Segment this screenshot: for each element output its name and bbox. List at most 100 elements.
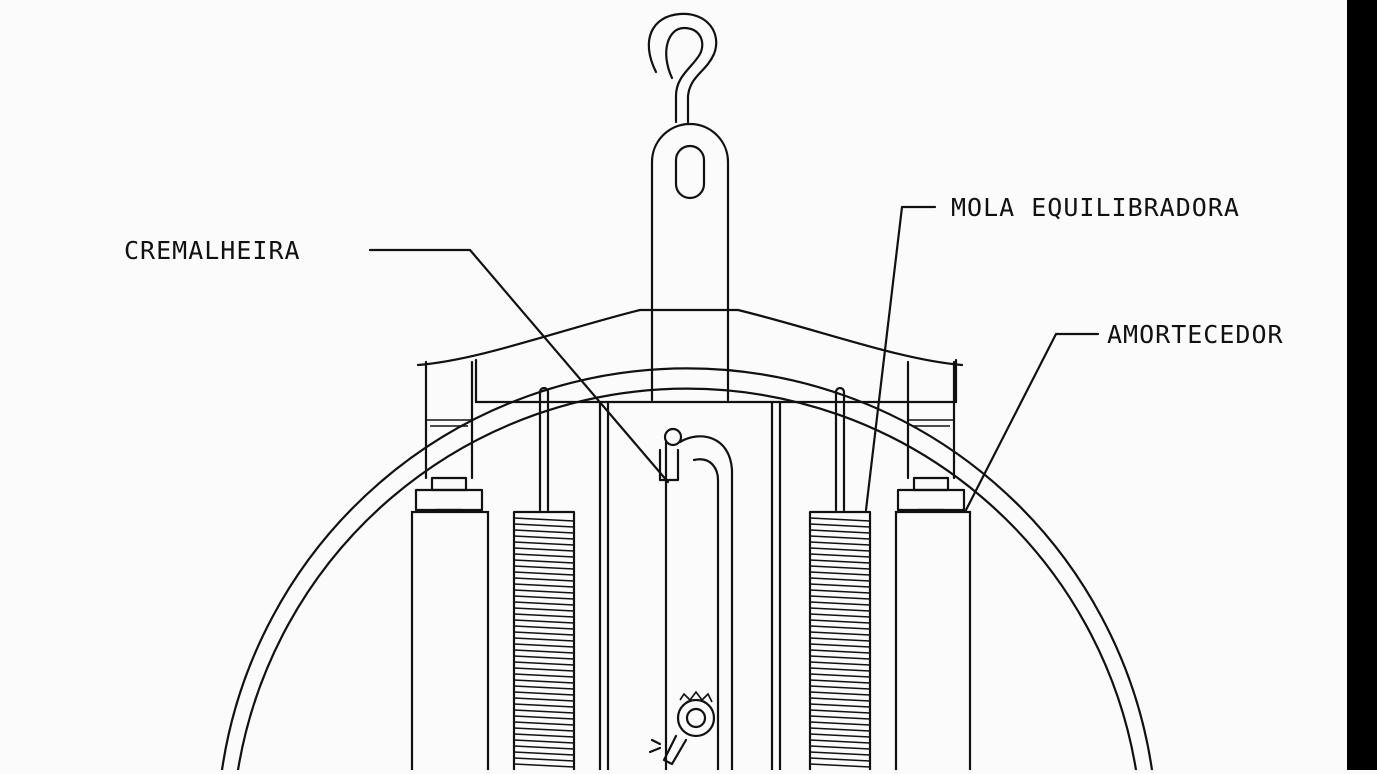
- spring-coil: [809, 673, 871, 678]
- spring-coil: [513, 763, 575, 768]
- spring-coil: [513, 679, 575, 684]
- spring-coil: [513, 685, 575, 690]
- spring-coil: [809, 685, 871, 690]
- spring-coil: [513, 751, 575, 756]
- spring-coil: [513, 667, 575, 672]
- spring-coil: [809, 631, 871, 636]
- spring-coil: [513, 721, 575, 726]
- spring-coil: [513, 673, 575, 678]
- spring-coil: [809, 607, 871, 612]
- spring-coil: [513, 535, 575, 540]
- spring-coil: [809, 697, 871, 702]
- spring-coil: [809, 577, 871, 582]
- spring-coil: [513, 661, 575, 666]
- spring-coil: [809, 757, 871, 762]
- spring-coil: [513, 625, 575, 630]
- spring-coil: [513, 601, 575, 606]
- spring-coil: [809, 571, 871, 576]
- spring-coil: [809, 721, 871, 726]
- spring-coil: [513, 631, 575, 636]
- spring-coil: [513, 733, 575, 738]
- spring-coil: [513, 649, 575, 654]
- spring-coil: [513, 739, 575, 744]
- rack-bar: [658, 427, 734, 772]
- spring-coil: [809, 667, 871, 672]
- spring-coil: [809, 739, 871, 744]
- spring-coil: [513, 517, 575, 522]
- pinion-gear-icon: [648, 690, 716, 766]
- spring-coil: [809, 655, 871, 660]
- spring-coil: [513, 523, 575, 528]
- spring-coil: [809, 727, 871, 732]
- spring-coil: [513, 727, 575, 732]
- spring-coil: [809, 595, 871, 600]
- spring-coil: [513, 697, 575, 702]
- spring-coil: [809, 547, 871, 552]
- spring-coil: [809, 751, 871, 756]
- spring-coil: [809, 541, 871, 546]
- spring-coil: [513, 655, 575, 660]
- spring-coil: [513, 745, 575, 750]
- spring-coil: [809, 517, 871, 522]
- spring-coil: [513, 577, 575, 582]
- hanger-plate: [650, 122, 730, 402]
- spring-coil: [513, 637, 575, 642]
- spring-coil: [809, 535, 871, 540]
- spring-coil: [809, 583, 871, 588]
- spring-coil: [809, 613, 871, 618]
- right-spring: [808, 386, 872, 774]
- spring-coil: [513, 541, 575, 546]
- spring-coil: [809, 529, 871, 534]
- label-mola-equilibradora: MOLA EQUILIBRADORA: [951, 193, 1240, 222]
- label-cremalheira: CREMALHEIRA: [124, 236, 301, 265]
- scan-edge-border: [1347, 0, 1377, 770]
- right-damper-body: [894, 510, 972, 774]
- label-amortecedor: AMORTECEDOR: [1107, 320, 1284, 349]
- spring-coil: [809, 637, 871, 642]
- spring-coil: [513, 607, 575, 612]
- spring-coil: [809, 643, 871, 648]
- spring-coil: [513, 547, 575, 552]
- spring-coil: [809, 601, 871, 606]
- spring-coil: [513, 571, 575, 576]
- spring-coil: [809, 733, 871, 738]
- spring-coil: [809, 589, 871, 594]
- spring-coil: [513, 703, 575, 708]
- spring-coil: [513, 559, 575, 564]
- spring-coil: [513, 565, 575, 570]
- left-damper-top: [414, 360, 484, 518]
- leader-lines: [368, 205, 1100, 512]
- spring-coil: [809, 553, 871, 558]
- spring-coil: [809, 679, 871, 684]
- spring-coil: [809, 691, 871, 696]
- spring-coil: [513, 715, 575, 720]
- spring-coil: [513, 709, 575, 714]
- top-beam: [416, 308, 964, 404]
- spring-coil: [809, 619, 871, 624]
- right-damper-top: [896, 360, 966, 518]
- spring-coil: [513, 595, 575, 600]
- spring-coil: [809, 649, 871, 654]
- spring-coil: [513, 529, 575, 534]
- left-spring: [512, 386, 576, 774]
- spring-coil: [809, 745, 871, 750]
- spring-coil: [809, 715, 871, 720]
- housing-circle: [220, 367, 1154, 772]
- spring-coil: [809, 703, 871, 708]
- spring-coil: [809, 625, 871, 630]
- spring-coil: [809, 709, 871, 714]
- spring-coil: [513, 691, 575, 696]
- spring-coil: [513, 589, 575, 594]
- spring-coil: [513, 757, 575, 762]
- spring-coil: [809, 559, 871, 564]
- left-damper-body: [410, 510, 490, 774]
- spring-coil: [809, 661, 871, 666]
- spring-coil: [809, 565, 871, 570]
- spring-coil: [513, 643, 575, 648]
- hook-icon: [647, 12, 718, 124]
- central-guide: [598, 400, 782, 772]
- spring-coil: [809, 763, 871, 768]
- spring-coil: [809, 523, 871, 528]
